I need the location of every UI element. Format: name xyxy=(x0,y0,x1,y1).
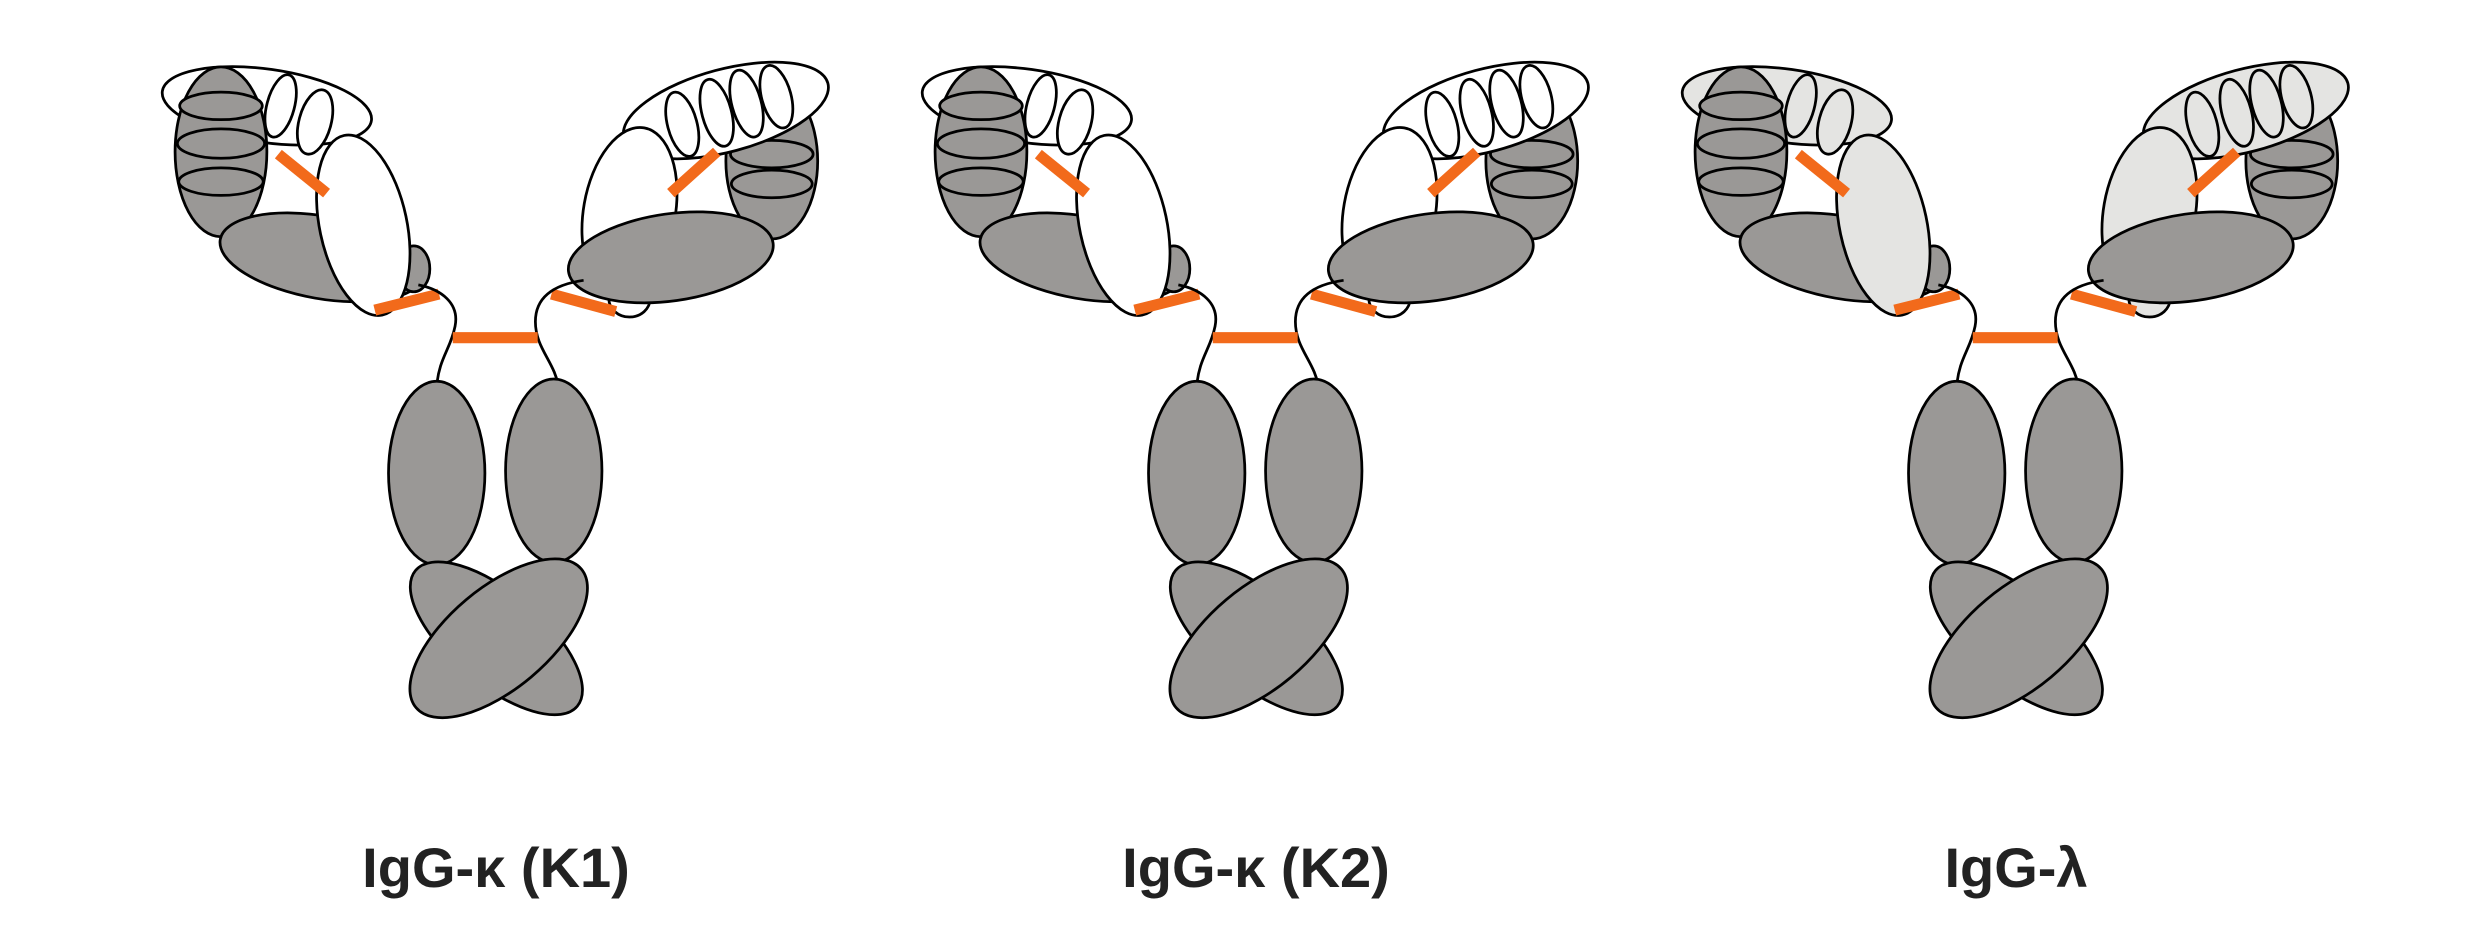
label-igg-kappa-k1: IgG-κ (K1) xyxy=(362,836,630,899)
antibody-igg-kappa-k2 xyxy=(917,43,1598,746)
label-igg-kappa-k2: IgG-κ (K2) xyxy=(1122,836,1390,899)
antibody-igg-kappa-k1 xyxy=(157,43,838,746)
antibody-igg-lambda xyxy=(1677,43,2358,746)
label-igg-lambda: IgG-λ xyxy=(1944,836,2088,899)
